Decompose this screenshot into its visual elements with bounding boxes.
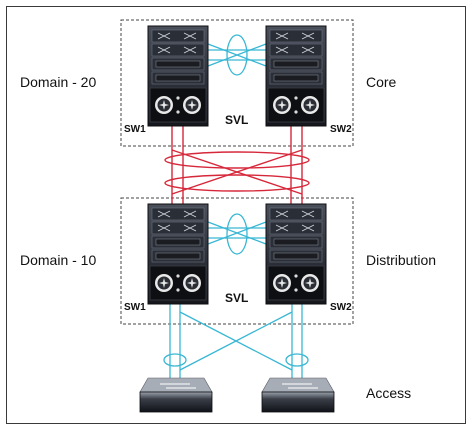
core-domain-box	[120, 19, 354, 147]
core-tier-label: Core	[366, 74, 397, 90]
distribution-domain-box	[120, 197, 354, 325]
core-switch-2	[266, 26, 326, 126]
distribution-switch-1	[148, 204, 208, 304]
diagram-frame	[6, 6, 466, 424]
access-tier-label: Access	[366, 385, 411, 401]
core-distribution-links	[164, 126, 310, 218]
core-svl-links	[207, 34, 267, 76]
access-switch-2	[261, 377, 335, 413]
core-domain-label: Domain - 20	[20, 74, 96, 90]
distribution-sw2-label: SW2	[330, 302, 352, 313]
access-switch-1	[139, 377, 213, 413]
core-svl-label: SVL	[225, 113, 248, 127]
distribution-sw1-label: SW1	[124, 302, 146, 313]
core-sw1-label: SW1	[124, 124, 146, 135]
core-sw2-label: SW2	[330, 124, 352, 135]
distribution-tier-label: Distribution	[366, 252, 436, 268]
core-switch-1	[148, 26, 208, 126]
distribution-switch-2	[266, 204, 326, 304]
distribution-svl-links	[207, 213, 267, 255]
distribution-svl-label: SVL	[225, 291, 248, 305]
distribution-domain-label: Domain - 10	[20, 252, 96, 268]
access-links	[163, 304, 309, 380]
